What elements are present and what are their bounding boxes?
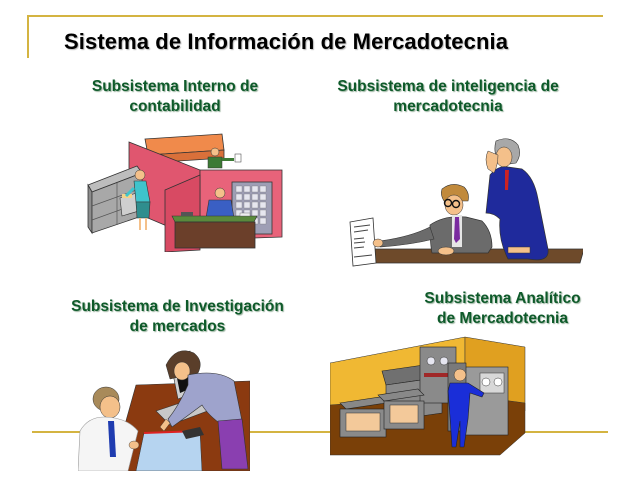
caption-line: Subsistema de Investigación [71,298,284,315]
caption-marketing-analytics: Subsistema Analítico de Mercadotecnia [395,289,610,329]
researchers-illustration [78,350,250,471]
office-cubicle-illustration [87,133,283,252]
computer-room-illustration [330,336,526,456]
caption-line: mercadotecnia [393,98,503,115]
top-accent-line [27,15,603,17]
bottom-accent-line [32,431,608,433]
caption-line: Subsistema Analítico [424,290,581,307]
caption-line: Subsistema de inteligencia de [337,78,559,95]
caption-line: Subsistema Interno de [91,78,259,95]
caption-marketing-intelligence: Subsistema de inteligencia de mercadotec… [308,77,588,117]
slide-title: Sistema de Información de Mercadotecnia [64,29,509,54]
caption-line: contabilidad [129,98,221,115]
caption-line: de Mercadotecnia [437,310,568,327]
caption-internal-accounting: Subsistema Interno de contabilidad [55,77,295,117]
caption-market-research: Subsistema de Investigación de mercados [45,297,310,337]
caption-line: de mercados [129,318,226,335]
left-accent-line [27,15,29,58]
businessmen-illustration [349,138,583,267]
